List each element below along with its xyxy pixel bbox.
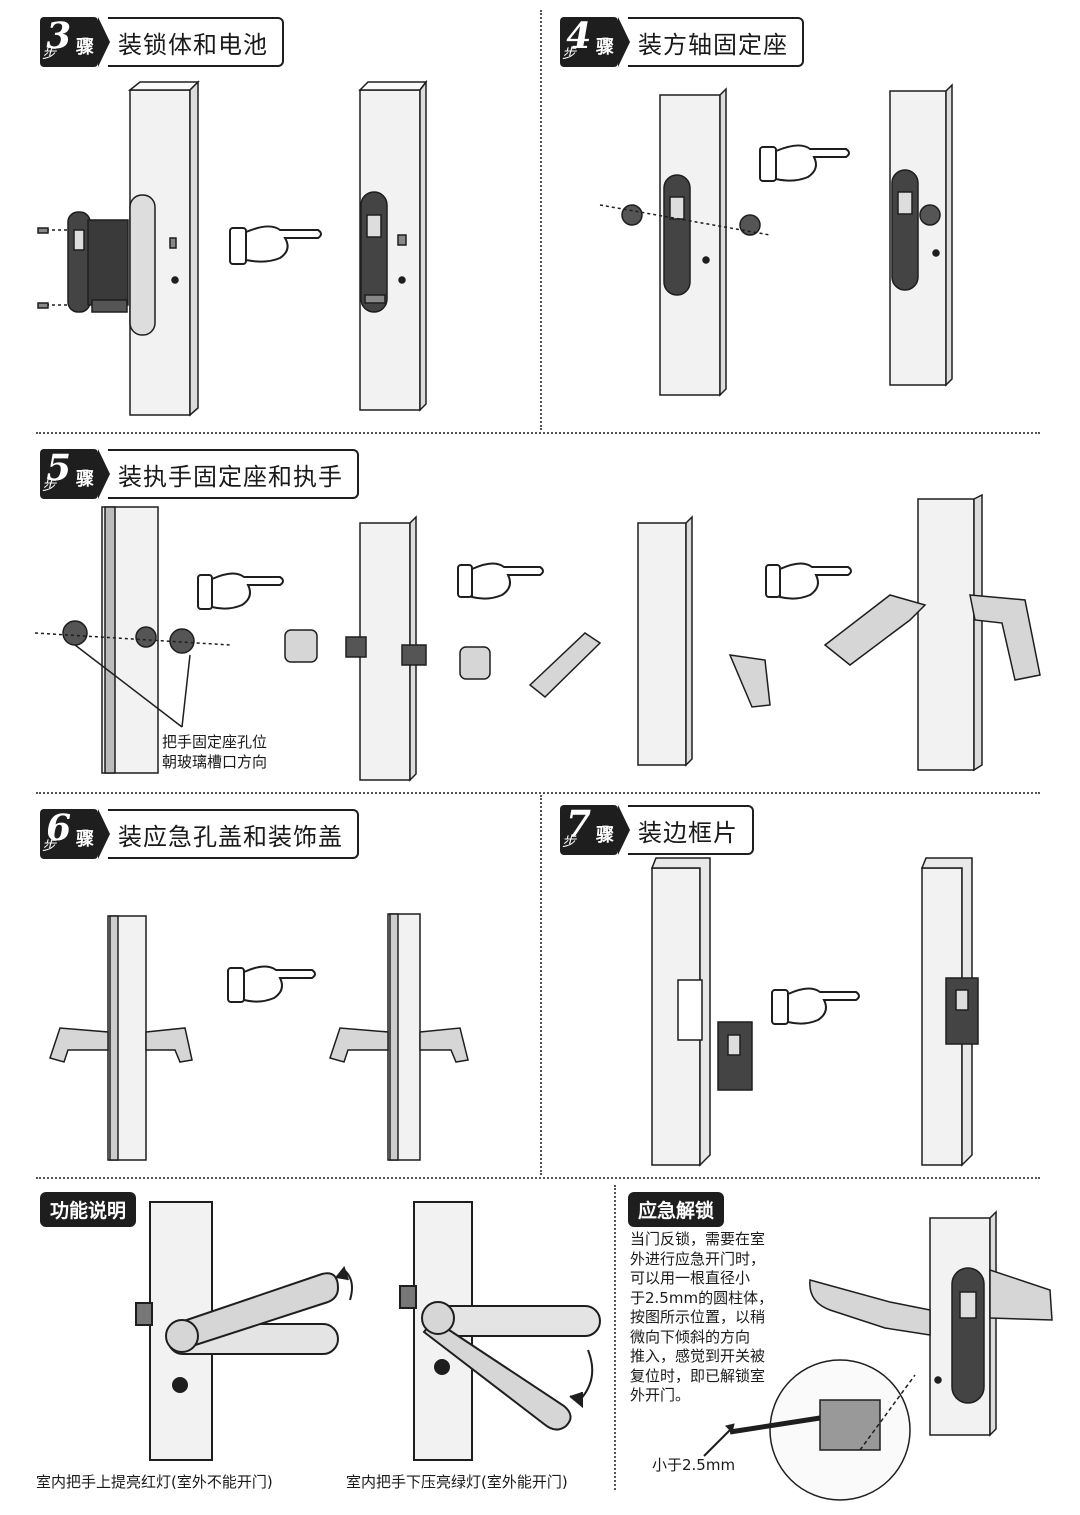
step-6-badge: 6 步 骤: [40, 809, 98, 859]
pointing-hand-icon: [457, 562, 544, 600]
emergency-text: 当门反锁，需要在室 外进行应急开门时， 可以用一根直径小 于2.5mm的圆柱体，…: [630, 1230, 780, 1406]
function-tag: 功能说明: [40, 1192, 137, 1227]
step-3-title: 装锁体和电池: [108, 17, 284, 67]
note-line: 朝玻璃槽口方向: [162, 752, 268, 771]
divider-bottom: [614, 1185, 616, 1490]
step-4-header: 4 步 骤 装方轴固定座: [560, 16, 804, 68]
emergency-tag: 应急解锁: [628, 1192, 725, 1227]
step-7-illustration: [650, 857, 979, 1167]
step-6-illustration: [49, 913, 469, 1161]
step-label-zhou: 骤: [596, 825, 614, 846]
pointing-hand-icon: [765, 562, 852, 600]
divider-row2: [36, 792, 1040, 794]
divider-row3: [36, 1177, 1040, 1179]
step-arrow: [618, 17, 630, 67]
emergency-line: 于2.5mm的圆柱体，: [630, 1288, 774, 1307]
emergency-line: 可以用一根直径小: [630, 1269, 751, 1287]
pointing-hand-icon: [759, 144, 850, 182]
pointing-hand-icon: [771, 987, 860, 1025]
step-6-title: 装应急孔盖和装饰盖: [108, 809, 359, 859]
emergency-line: 复位时，即已解锁室: [630, 1366, 766, 1385]
step-label-bu: 步: [42, 46, 56, 62]
function-illustration-down: [399, 1201, 601, 1461]
divider-top: [540, 10, 542, 430]
pointing-hand-icon: [197, 572, 284, 610]
step-6-header: 6 步 骤 装应急孔盖和装饰盖: [40, 808, 359, 860]
emergency-illustration: [729, 1210, 1053, 1501]
step-7-badge: 7 步 骤: [560, 805, 618, 855]
emergency-line: 推入，感觉到开关被: [630, 1347, 766, 1365]
emergency-pin-label: 小于2.5mm: [652, 1456, 736, 1474]
function-caption-left: 室内把手上提亮红灯(室外不能开门): [36, 1473, 273, 1491]
step-7-header: 7 步 骤 装边框片: [560, 804, 754, 856]
pointing-hand-icon: [229, 225, 322, 265]
emergency-line: 微向下倾斜的方向: [630, 1327, 751, 1346]
step-arrow: [98, 449, 110, 499]
step-label-zhou: 骤: [76, 469, 94, 490]
step-arrow: [98, 809, 110, 859]
step-label-zhou: 骤: [76, 829, 94, 850]
step-4-badge: 4 步 骤: [560, 17, 618, 67]
step-arrow: [98, 17, 110, 67]
step-3-illustration: [37, 79, 428, 417]
pointing-hand-icon: [227, 965, 316, 1003]
step-5-title: 装执手固定座和执手: [108, 449, 359, 499]
step-5-badge: 5 步 骤: [40, 449, 98, 499]
step-label-bu: 步: [562, 46, 576, 62]
emergency-line: 外开门。: [630, 1386, 691, 1404]
step-label-bu: 步: [42, 478, 56, 494]
emergency-pin-arrow: [703, 1423, 735, 1457]
step-4-illustration: [599, 83, 953, 397]
step-label-bu: 步: [562, 834, 576, 850]
step-5-note: 把手固定座孔位 朝玻璃槽口方向: [162, 733, 267, 772]
step-label-zhou: 骤: [76, 37, 94, 58]
step-3-header: 3 步 骤 装锁体和电池: [40, 16, 284, 68]
step-7-title: 装边框片: [628, 805, 754, 855]
note-line: 把手固定座孔位: [162, 733, 268, 751]
step-4-title: 装方轴固定座: [628, 17, 804, 67]
step-5-illustration: [34, 493, 1041, 782]
divider-row1: [36, 432, 1040, 434]
function-caption-right: 室内把手下压亮绿灯(室外能开门): [346, 1473, 568, 1491]
function-illustration-up: [135, 1201, 353, 1461]
step-3-badge: 3 步 骤: [40, 17, 98, 67]
emergency-line: 当门反锁，需要在室: [630, 1230, 766, 1248]
step-5-header: 5 步 骤 装执手固定座和执手: [40, 448, 359, 500]
emergency-line: 外进行应急开门时，: [630, 1249, 766, 1268]
step-arrow: [618, 805, 630, 855]
step-label-zhou: 骤: [596, 37, 614, 58]
emergency-line: 按图所示位置，以稍: [630, 1308, 766, 1326]
divider-mid: [540, 795, 542, 1175]
step-label-bu: 步: [42, 838, 56, 854]
